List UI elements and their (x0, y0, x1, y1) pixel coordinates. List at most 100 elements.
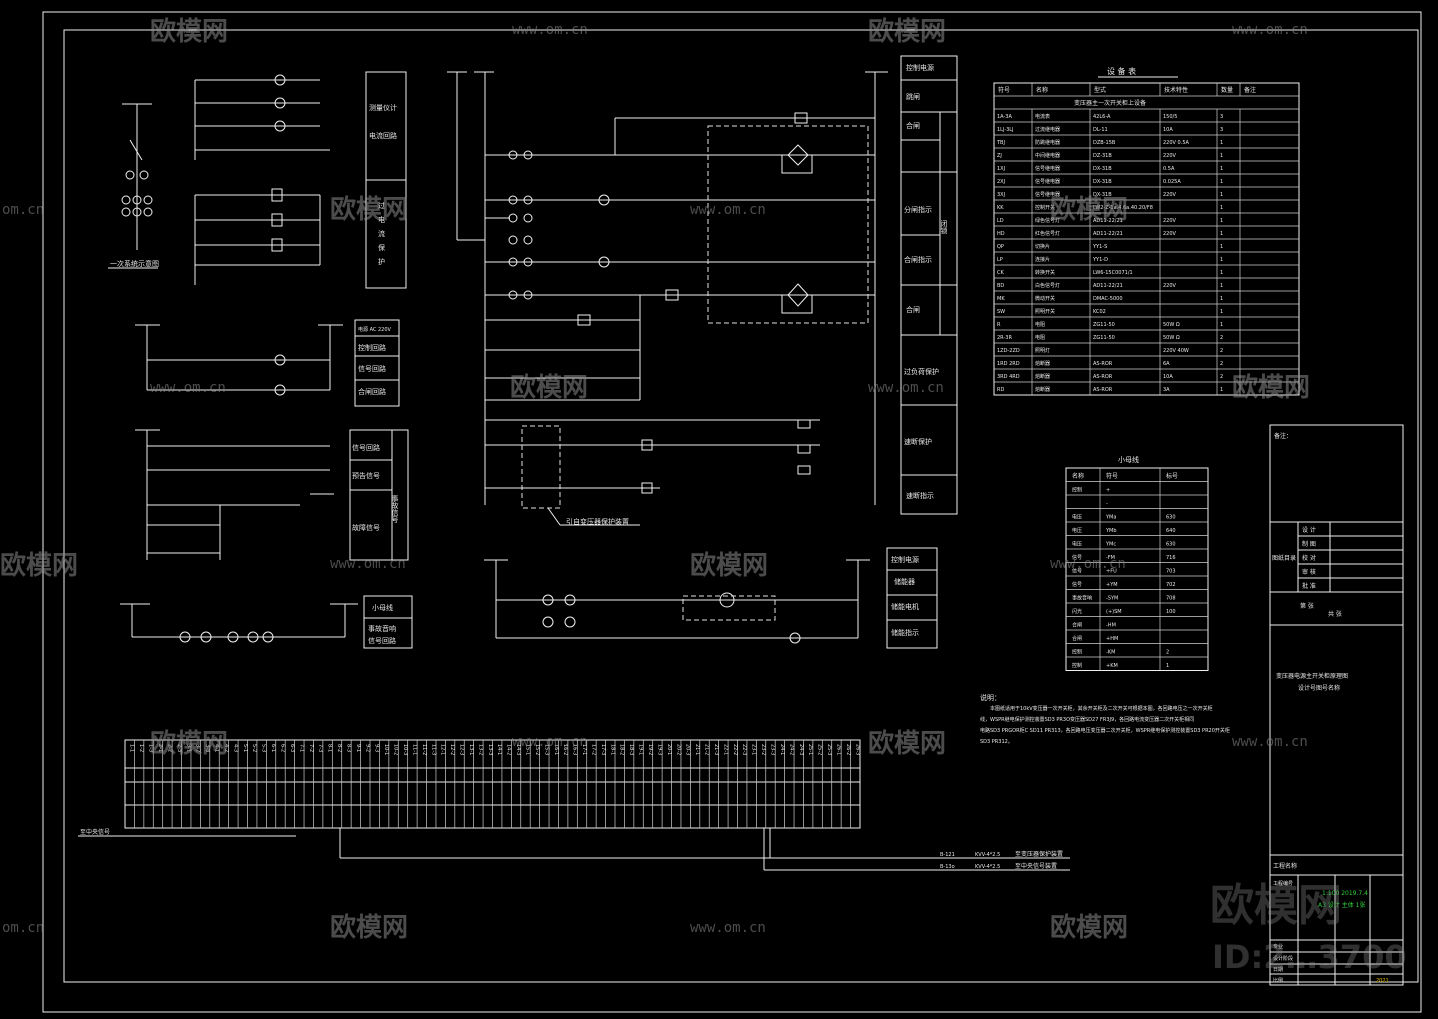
equipment-cell: 红色信号灯 (1035, 230, 1060, 237)
terminal-label: 2-3 (176, 744, 182, 752)
equipment-cell: 1 (1220, 218, 1223, 224)
panel-e-row-2: 合闸 (906, 121, 920, 130)
busbar-cell: 合闸 (1072, 622, 1082, 629)
equipment-cell: 10A (1163, 374, 1173, 380)
terminal-label: 21-3 (713, 744, 719, 755)
busbar-cell: -SYM (1106, 596, 1118, 602)
equipment-cell: 0.5A (1163, 166, 1175, 172)
terminal-label: 10-2 (393, 744, 399, 755)
watermark-brand: 欧模网 (868, 16, 946, 47)
equipment-cell: 2XJ (997, 179, 1005, 185)
equipment-cell: AD11-22/21 (1093, 283, 1123, 289)
watermark-brand: 欧模网 (510, 372, 588, 403)
terminal-wiring: 至中央信号 B-121 B-13o KVV-4*2.5 KVV-4*2.5 至变… (78, 828, 1070, 871)
terminal-label: 15-1 (524, 744, 530, 755)
equipment-cell: 转换开关 (1035, 269, 1055, 276)
panel-f-row-1: 储能器 (894, 577, 915, 586)
terminal-label: 16-3 (572, 744, 578, 755)
panel-e-row-7: 过负荷保护 (904, 367, 939, 376)
watermark-brand: 欧模网 (868, 728, 946, 759)
terminal-label: 22-1 (722, 744, 728, 755)
terminal-label: 23-1 (751, 744, 757, 755)
busbar-cell: 电压 (1072, 527, 1082, 534)
panel-c: 信号回路 预告信号 故障信号 事故信号 (349, 429, 409, 561)
terminal-label: 2-2 (166, 744, 172, 752)
terminal-label: 6-3 (289, 744, 295, 752)
equipment-cell: 过流继电器 (1035, 126, 1060, 133)
panel-b-row-2: 合闸回路 (358, 387, 386, 396)
terminal-label: 11-1 (411, 744, 417, 755)
panel-d-row-1: 事故音响 (368, 624, 396, 633)
busbar-cell: 电压 (1072, 514, 1082, 521)
busbar-cell: 716 (1166, 555, 1176, 561)
terminal-label: 13-3 (487, 744, 493, 755)
terminal-label: 25-2 (817, 744, 823, 755)
equipment-cell: 10A (1163, 127, 1173, 133)
watermark-url: www.om.cn (512, 22, 588, 38)
note-line-0: 本图纸适用于10kV变压器一次开关柜，其余开关柜及二次开关可根据本图，各回路电压… (990, 705, 1213, 712)
equipment-cell: 220V (1163, 283, 1177, 289)
busbar-cell: +KM (1106, 663, 1118, 669)
panel-a: 测量仪计 电流回路 过 电 流 保 护 (365, 71, 407, 289)
equipment-cell: 2 (1220, 335, 1223, 341)
panel-a-row-3: 电 (378, 215, 385, 224)
equipment-cell: DZB-15B (1093, 140, 1116, 146)
equipment-cell: ZG11-50 (1093, 322, 1115, 328)
equipment-cell: LD (997, 218, 1004, 224)
motor-circuit (484, 559, 870, 644)
busbar-cell: (+)SM (1106, 609, 1122, 615)
equipment-cell: 3 (1220, 114, 1223, 120)
terminal-label: 1-3 (148, 744, 154, 752)
equipment-cell: 1 (1220, 322, 1223, 328)
equipment-cell: 0.025A (1163, 179, 1181, 185)
watermark-url: www.om.cn (330, 556, 406, 572)
equipment-cell: 1 (1220, 387, 1223, 393)
busbar-cell: 703 (1166, 569, 1176, 575)
title-block: 备注： 图纸目录 设 计 制 图 校 对 审 核 批 准 第 张 共 张 变压器… (1269, 424, 1404, 986)
equipment-cell: YY1-S (1092, 244, 1107, 250)
panel-e-row-9: 速断指示 (906, 491, 934, 500)
equipment-cell: 220V (1163, 231, 1177, 237)
equipment-cell: DX-31B (1093, 192, 1112, 198)
equipment-cell: 1 (1220, 244, 1223, 250)
terminal-label: 3-2 (195, 744, 201, 752)
panel-f-row-3: 储能指示 (891, 628, 919, 637)
note-line-1: 线，WSPR继电保护测控装置SD3 PR3O变压器SD27 FR3J9，各回路电… (980, 716, 1194, 723)
title-small-4: 批 准 (1302, 582, 1316, 590)
terminal-label: 3-3 (204, 744, 210, 752)
equipment-cell: 电流表 (1035, 113, 1050, 120)
panel-e-row-1: 跳闸 (906, 92, 920, 101)
panel-a-row-6: 护 (378, 257, 385, 266)
main-control-diagram: 引自变压器保护装置 (447, 71, 888, 621)
equipment-cell: 1XJ (997, 166, 1005, 172)
project-title-1: 变压器电源主开关柜原理图 (1276, 672, 1348, 680)
terminal-label: 5-2 (251, 744, 257, 752)
terminal-label: 8-2 (336, 744, 342, 752)
terminal-label: 17-1 (581, 744, 587, 755)
equipment-cell: AS-ROR (1093, 387, 1113, 393)
busbar-cell: 2 (1166, 650, 1169, 656)
equipment-cell: 信号继电器 (1035, 178, 1060, 185)
line-b1: B-121 (940, 852, 955, 858)
watermark-url: www.om.cn (690, 920, 766, 936)
watermark-url: www.om.cn (1232, 734, 1308, 750)
terminal-label: 4-2 (223, 744, 229, 752)
panel-e-row-4: 分闸指示 (904, 205, 932, 214)
equipment-cell: 电阻 (1035, 334, 1045, 341)
equipment-cell: 3A (1163, 387, 1170, 393)
panel-c-row-3: 事故信号 (391, 494, 399, 524)
busbar-cell: +FU (1106, 569, 1117, 575)
note-line-3: SD3 PR312。 (980, 739, 1013, 745)
equipment-cell: 1LJ-3LJ (997, 127, 1014, 133)
panel-f: 控制电源 储能器 储能电机 储能指示 (886, 547, 938, 649)
equipment-cell: AD11-22/21 (1093, 231, 1123, 237)
busbar-cell: 708 (1166, 596, 1176, 602)
busbar-cell: 控制 (1072, 487, 1082, 494)
equipment-cell: 连接片 (1035, 256, 1050, 263)
watermark-brand: 欧模网 (150, 728, 228, 759)
equipment-cell: 3XJ (997, 192, 1005, 198)
busbar-cell: YMb (1105, 528, 1117, 534)
